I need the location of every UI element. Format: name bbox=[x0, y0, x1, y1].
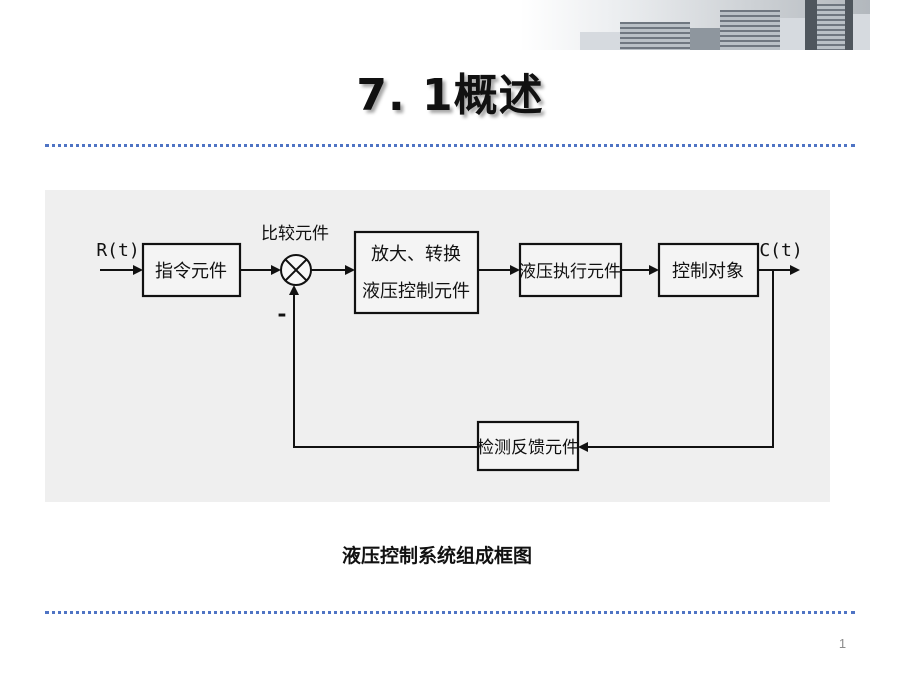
arrowhead bbox=[271, 265, 281, 275]
feedback-sign: - bbox=[277, 301, 286, 327]
summing-junction-cross bbox=[284, 258, 308, 282]
plant-label: 控制对象 bbox=[672, 261, 744, 282]
arrowhead bbox=[649, 265, 659, 275]
command-element-block bbox=[141, 242, 242, 298]
building-shape bbox=[720, 10, 780, 50]
building-shape bbox=[780, 18, 805, 50]
summing-junction bbox=[280, 254, 312, 286]
comparator-label: 比较元件 bbox=[261, 224, 329, 244]
amplifier-label-line1: 放大、转换 bbox=[371, 244, 461, 265]
amplifier-label-line2: 液压控制元件 bbox=[362, 281, 470, 302]
arrowhead bbox=[345, 265, 355, 275]
building-shape bbox=[853, 14, 870, 50]
feedback-element-block bbox=[476, 420, 580, 472]
feedback-element-label: 检测反馈元件 bbox=[477, 438, 579, 458]
actuator-block bbox=[518, 242, 623, 298]
feedback-return-line bbox=[586, 270, 774, 448]
top-dotted-divider bbox=[45, 144, 855, 147]
building-shape bbox=[620, 22, 690, 50]
arrowhead bbox=[510, 265, 520, 275]
slide-title: 7. 1概述 bbox=[356, 70, 544, 121]
input-label: R(t) bbox=[96, 240, 139, 261]
building-shape bbox=[690, 28, 720, 50]
arrowhead bbox=[133, 265, 143, 275]
building-shape bbox=[817, 4, 845, 50]
amplifier-control-block bbox=[353, 230, 480, 315]
arrowhead bbox=[790, 265, 800, 275]
feedback-to-comparator-line bbox=[293, 293, 478, 448]
page-number: 1 bbox=[838, 636, 847, 651]
command-element-label: 指令元件 bbox=[155, 261, 227, 282]
arrowhead bbox=[289, 285, 299, 295]
output-label: C(t) bbox=[759, 240, 802, 261]
actuator-label: 液压执行元件 bbox=[519, 262, 621, 282]
building-shape bbox=[580, 32, 620, 50]
building-shape bbox=[845, 0, 853, 50]
plant-block bbox=[657, 242, 760, 298]
figure-caption: 液压控制系统组成框图 bbox=[341, 545, 532, 567]
arrowhead bbox=[578, 442, 588, 452]
building-shape bbox=[805, 0, 817, 50]
bottom-dotted-divider bbox=[45, 611, 855, 614]
header-building-image bbox=[520, 0, 870, 50]
